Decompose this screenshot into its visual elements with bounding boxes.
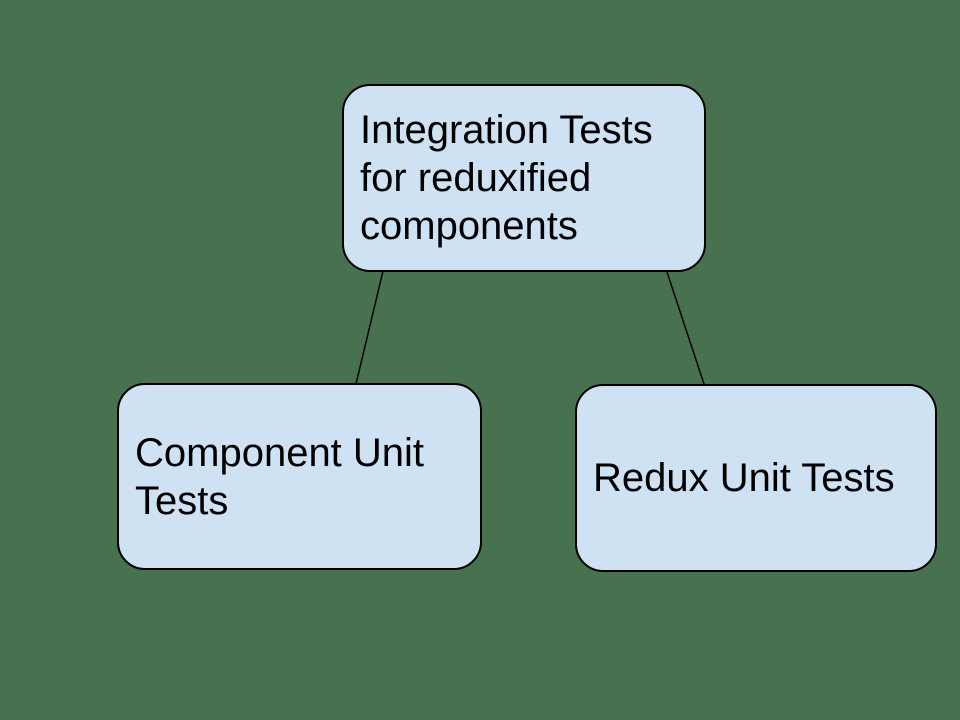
edge-integration-to-component: [355, 270, 384, 385]
edge-integration-to-redux: [666, 271, 705, 385]
node-integration-tests-label: Integration Tests for reduxified compone…: [360, 108, 653, 248]
node-redux-unit-tests: Redux Unit Tests: [575, 384, 937, 572]
node-integration-tests: Integration Tests for reduxified compone…: [342, 84, 706, 272]
node-component-unit-tests: Component Unit Tests: [117, 383, 482, 570]
node-component-unit-tests-label: Component Unit Tests: [135, 430, 425, 523]
node-redux-unit-tests-label: Redux Unit Tests: [593, 456, 895, 500]
